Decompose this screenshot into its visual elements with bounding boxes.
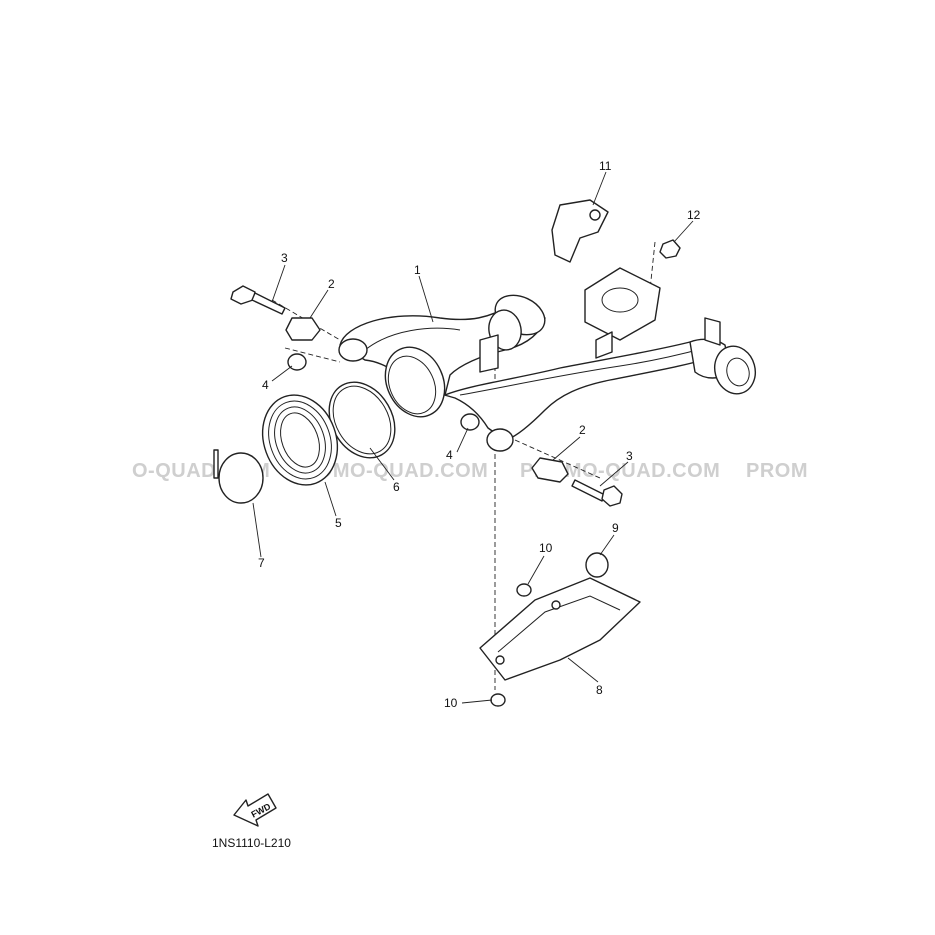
nut-right: [460, 413, 480, 431]
watermark-text-3: PROMO-QUAD.COM: [520, 460, 720, 482]
callout-1: 1: [414, 263, 421, 277]
boot-rib-3: [280, 412, 320, 468]
rear-arm-seal-inner: [387, 355, 437, 415]
bolt-left-shank: [251, 292, 286, 315]
fwd-arrow-icon: [233, 793, 277, 827]
nut-left: [287, 353, 307, 371]
bolt-right: [571, 479, 623, 507]
leader-5: [324, 481, 337, 517]
rear-arm-bracket: [595, 331, 613, 359]
boot: [261, 394, 339, 486]
drawing-code: 1NS1110-L210: [212, 836, 291, 850]
bolt-left-head: [230, 285, 256, 305]
callout-4-right: 4: [446, 448, 453, 462]
callout-11: 11: [599, 159, 612, 173]
callout-12: 12: [687, 208, 701, 222]
guard-collar: [585, 552, 609, 578]
rear-arm-web: [479, 334, 499, 373]
clamp: [218, 452, 264, 504]
rear-arm-seal: [384, 346, 446, 418]
collar-right: [531, 457, 569, 483]
collar-left: [285, 317, 321, 341]
leader-12: [673, 220, 694, 243]
callout-2-left: 2: [328, 277, 335, 291]
flange-bolt: [659, 239, 681, 259]
leader-3-left: [271, 264, 286, 303]
rear-arm-housing-port: [601, 287, 639, 313]
sensor-bracket: [551, 199, 609, 263]
rear-arm-pivot-left: [338, 338, 368, 362]
leader-2-left: [309, 289, 329, 319]
watermark-text-4: PROM: [746, 460, 808, 482]
leader-10-upper: [527, 555, 545, 585]
callout-10-upper: 10: [539, 541, 553, 555]
rear-arm-pivot-right: [486, 428, 514, 452]
callout-labels: 1 2 2 3 3 4 4 5 6 7 8 9 10 10 11 12: [258, 159, 701, 710]
callout-10-lower: 10: [444, 696, 458, 710]
rear-arm-tab: [704, 317, 721, 346]
skid-guard-hole-2: [495, 655, 505, 665]
callout-8: 8: [596, 683, 603, 697]
rear-arm-bottom-edge: [459, 347, 706, 396]
callout-2-right: 2: [579, 423, 586, 437]
leader-9: [599, 534, 615, 556]
skid-guard-hole-1: [551, 600, 561, 610]
rear-arm-hub-bore: [726, 357, 750, 387]
rear-arm-housing: [584, 267, 661, 341]
callout-6: 6: [393, 480, 400, 494]
fwd-arrow: FWD: [233, 793, 277, 827]
sensor-bracket-hole: [589, 209, 601, 221]
leader-3-right: [599, 461, 629, 487]
leader-10-lower: [461, 699, 493, 704]
clamp-screw: [213, 449, 219, 479]
skid-guard-plate: [479, 577, 641, 681]
rear-arm-top-edge: [364, 327, 461, 351]
leader-7: [252, 502, 262, 558]
leader-6: [369, 447, 395, 481]
leader-8: [567, 657, 599, 683]
callout-7: 7: [258, 556, 265, 570]
boot-rib-1: [268, 400, 332, 480]
boot-rib-2: [274, 406, 326, 474]
callout-5: 5: [335, 516, 342, 530]
skid-guard-inner-edge: [497, 595, 621, 653]
boot-outer: [261, 394, 339, 486]
bolt-right-shank: [571, 479, 606, 502]
watermark-text-2: PROMO-QUAD.COM: [288, 460, 488, 482]
callout-3-right: 3: [626, 449, 633, 463]
callout-9: 9: [612, 521, 619, 535]
callout-4-left: 4: [262, 378, 269, 392]
rear-arm-hub-flange: [714, 345, 756, 395]
nut-axis-line-left: [284, 347, 341, 363]
bolt-left: [230, 285, 286, 315]
guard-nut-lower: [490, 693, 506, 707]
leader-lines: [252, 171, 694, 704]
callout-3-left: 3: [281, 251, 288, 265]
leader-4-right: [456, 427, 469, 453]
guard-nut-upper: [516, 583, 532, 597]
leader-11: [592, 171, 607, 206]
rear-arm: [338, 267, 756, 452]
leader-1: [418, 275, 434, 323]
bolt-axis-line-top: [649, 241, 656, 291]
bolt-axis-line-left: [271, 299, 341, 341]
leader-2-right: [552, 436, 581, 461]
watermark: O-QUAD.COM PROMO-QUAD.COM PROMO-QUAD.COM…: [132, 460, 808, 482]
leader-4-left: [271, 365, 293, 382]
skid-guard: [479, 577, 641, 681]
bolt-right-head: [601, 485, 623, 507]
band-inner: [332, 385, 392, 455]
